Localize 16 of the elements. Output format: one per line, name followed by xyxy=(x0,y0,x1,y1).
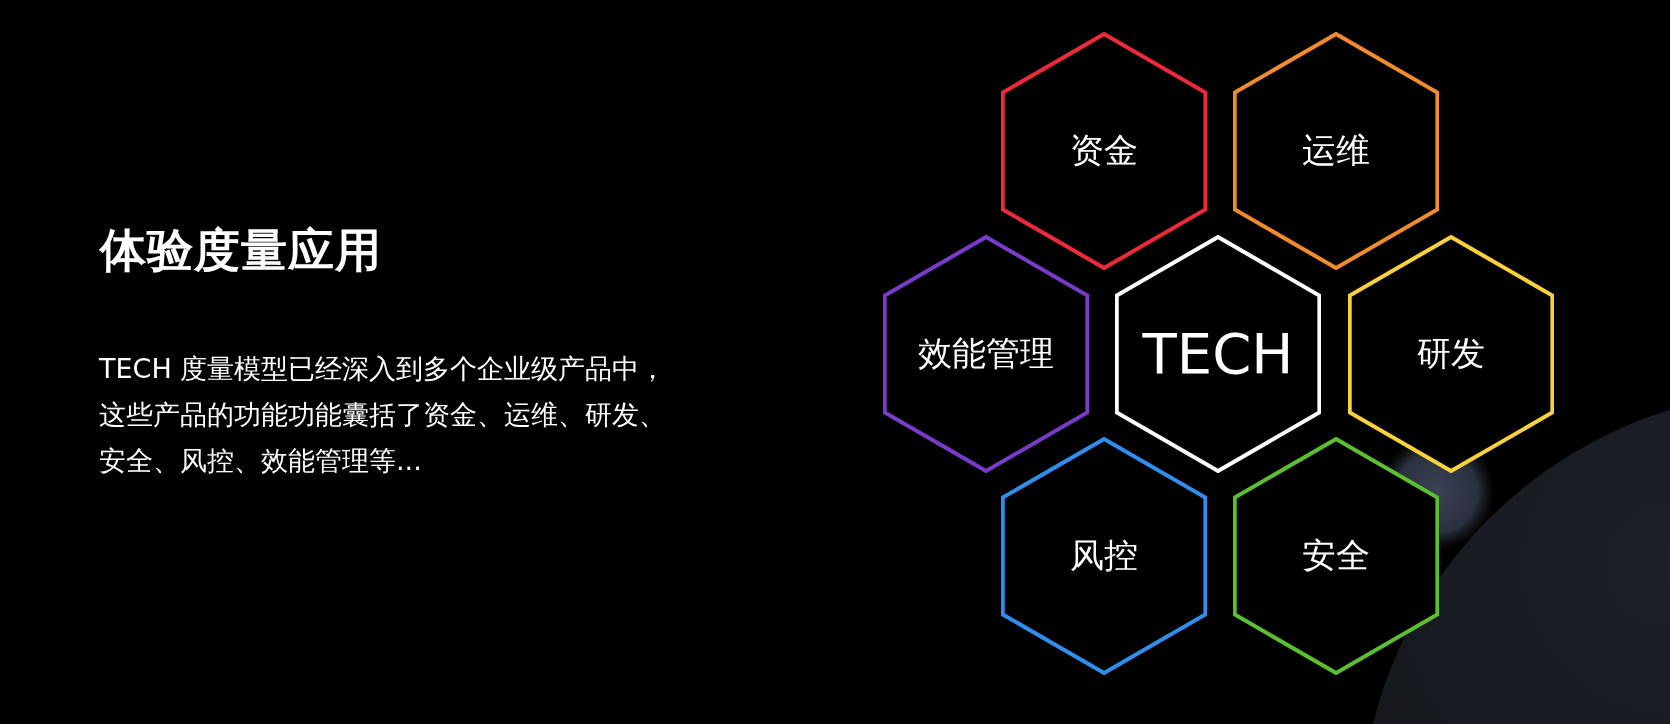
hexagon-node xyxy=(1114,235,1322,473)
hexagon-node xyxy=(1232,32,1440,270)
node-label: 运维 xyxy=(1302,131,1370,171)
description-paragraph: TECH 度量模型已经深入到多个企业级产品中，这些产品的功能功能囊括了资金、运维、研发、安全、风控、效能管理等... xyxy=(99,352,668,478)
hexagon-node xyxy=(1000,437,1208,675)
node-label: 安全 xyxy=(1302,536,1370,576)
hexagon-node xyxy=(882,235,1090,473)
node-label: TECH xyxy=(1142,321,1294,387)
hexagon-node xyxy=(1232,437,1440,675)
hexagon-node xyxy=(1000,32,1208,270)
node-label: 研发 xyxy=(1417,334,1485,374)
node-label: 效能管理 xyxy=(918,334,1054,374)
node-label: 风控 xyxy=(1070,536,1138,576)
heading: 体验度量应用 xyxy=(100,222,382,278)
hexagon-node xyxy=(1347,235,1555,473)
node-label: 资金 xyxy=(1070,131,1138,171)
